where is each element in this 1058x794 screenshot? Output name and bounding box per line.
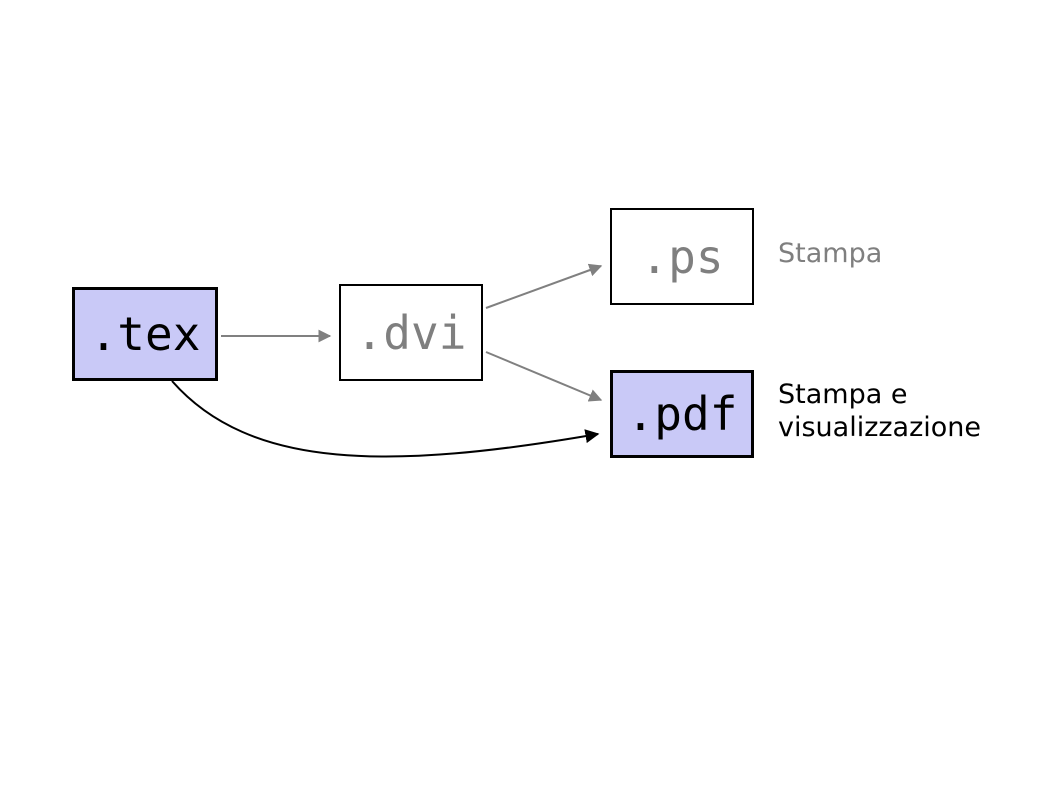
- edge-dvi-to-pdf: [485, 351, 603, 402]
- node-dvi[interactable]: .dvi: [339, 284, 483, 381]
- annotation-stampa-e-visualizzazione: Stampa e visualizzazione: [778, 379, 982, 443]
- node-pdf[interactable]: .pdf: [610, 370, 754, 458]
- edge-dvi-to-ps: [485, 263, 603, 309]
- annotation-stampa: Stampa: [778, 238, 883, 269]
- edge-tex-to-pdf-curved: [171, 380, 600, 458]
- node-ps[interactable]: .ps: [610, 208, 754, 305]
- node-tex[interactable]: .tex: [72, 287, 218, 381]
